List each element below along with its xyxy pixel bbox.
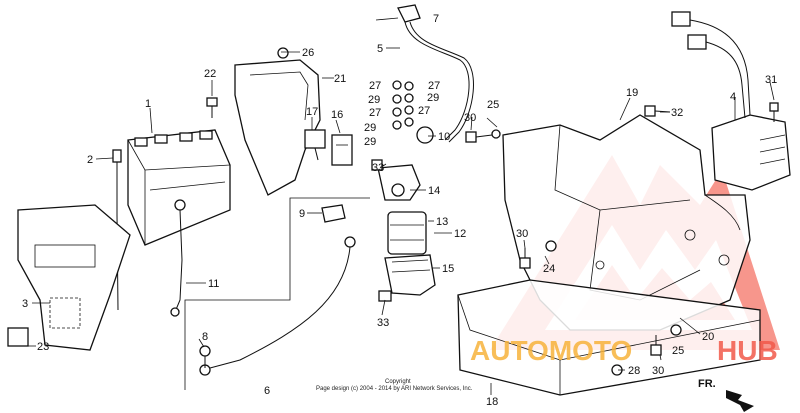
relay-boot (384, 254, 436, 296)
watermark-wordmark: AUTOMOTO HUB (470, 335, 778, 366)
callout-30b: 30 (516, 228, 528, 240)
vent-tube (112, 149, 122, 311)
callout-31: 31 (765, 74, 777, 86)
callout-20: 20 (702, 331, 714, 343)
label-plate (7, 327, 29, 347)
callout-12: 12 (454, 228, 466, 240)
callout-8: 8 (202, 331, 208, 343)
relay (331, 134, 353, 166)
callout-21: 21 (334, 73, 346, 85)
terminal-cap (321, 204, 346, 223)
callout-11: 11 (208, 278, 219, 290)
callout-15: 15 (442, 263, 454, 275)
callout-28: 28 (628, 365, 640, 377)
callout-27d: 27 (418, 105, 430, 117)
callout-29d: 29 (364, 136, 376, 148)
terminal-clip (378, 290, 392, 302)
callout-33b: 33 (377, 317, 389, 329)
callout-7: 7 (433, 13, 439, 25)
callout-4: 4 (730, 91, 736, 103)
direction-label: FR. (698, 378, 716, 390)
battery-tray-bracket (502, 114, 751, 331)
callout-33: 33 (372, 162, 384, 174)
starter-cable (199, 236, 356, 376)
callout-13: 13 (436, 216, 448, 228)
callout-27b: 27 (428, 80, 440, 92)
callout-17: 17 (306, 106, 318, 118)
callout-22: 22 (204, 68, 216, 80)
nut (277, 47, 289, 59)
washer (545, 240, 557, 252)
positive-cable (397, 4, 474, 144)
copyright-line1: Copyright (385, 379, 411, 385)
callout-27c: 27 (369, 107, 381, 119)
callout-18: 18 (486, 396, 498, 408)
callout-14: 14 (428, 185, 440, 197)
callout-19: 19 (626, 87, 638, 99)
battery-cover (17, 204, 131, 351)
battery-tray-bottom (457, 279, 761, 396)
bolt (199, 345, 211, 368)
callout-6: 6 (264, 385, 270, 397)
callout-3: 3 (22, 298, 28, 310)
callout-29b: 29 (427, 92, 439, 104)
callout-29c: 29 (364, 122, 376, 134)
washer (670, 324, 682, 336)
callout-24: 24 (543, 263, 555, 275)
copyright-line2: Page design (c) 2004 - 2014 by ARI Netwo… (316, 386, 473, 392)
callout-1: 1 (145, 98, 151, 110)
watermark-word-part2: HUB (717, 335, 778, 366)
washer (491, 129, 501, 139)
callout-25b: 25 (672, 345, 684, 357)
starter-relay (387, 211, 427, 255)
callout-16: 16 (331, 109, 343, 121)
negative-cable (170, 199, 186, 317)
bolt (206, 97, 218, 118)
side-cover (234, 59, 321, 196)
callout-30: 30 (464, 112, 476, 124)
callout-32: 32 (671, 107, 683, 119)
callout-2: 2 (87, 154, 93, 166)
callout-10: 10 (438, 131, 450, 143)
bolt (650, 335, 662, 356)
callout-30c: 30 (652, 365, 664, 377)
battery (127, 129, 231, 246)
callout-5: 5 (377, 43, 383, 55)
nuts-washers (392, 80, 414, 130)
callout-26: 26 (302, 47, 314, 59)
fuse-holder (304, 129, 326, 161)
copyright: Copyright Page design (c) 2004 - 2014 by… (316, 379, 473, 392)
callout-23: 23 (37, 341, 49, 353)
callout-27: 27 (369, 80, 381, 92)
terminal-clip (371, 159, 383, 171)
bolt (519, 248, 531, 269)
regulator-rectifier (671, 11, 791, 191)
callout-labels: 1 2 3 4 5 6 7 8 9 10 11 12 13 14 15 16 1… (22, 13, 777, 408)
leader-lines (20, 17, 775, 395)
callout-25: 25 (487, 99, 499, 111)
callout-9: 9 (299, 208, 305, 220)
bolt (769, 102, 779, 122)
bolt (644, 105, 671, 117)
front-direction-arrow: FR. (698, 378, 754, 412)
watermark-word-part1: AUTOMOTO (470, 335, 632, 366)
callout-29: 29 (368, 94, 380, 106)
starter-cover (377, 164, 421, 201)
